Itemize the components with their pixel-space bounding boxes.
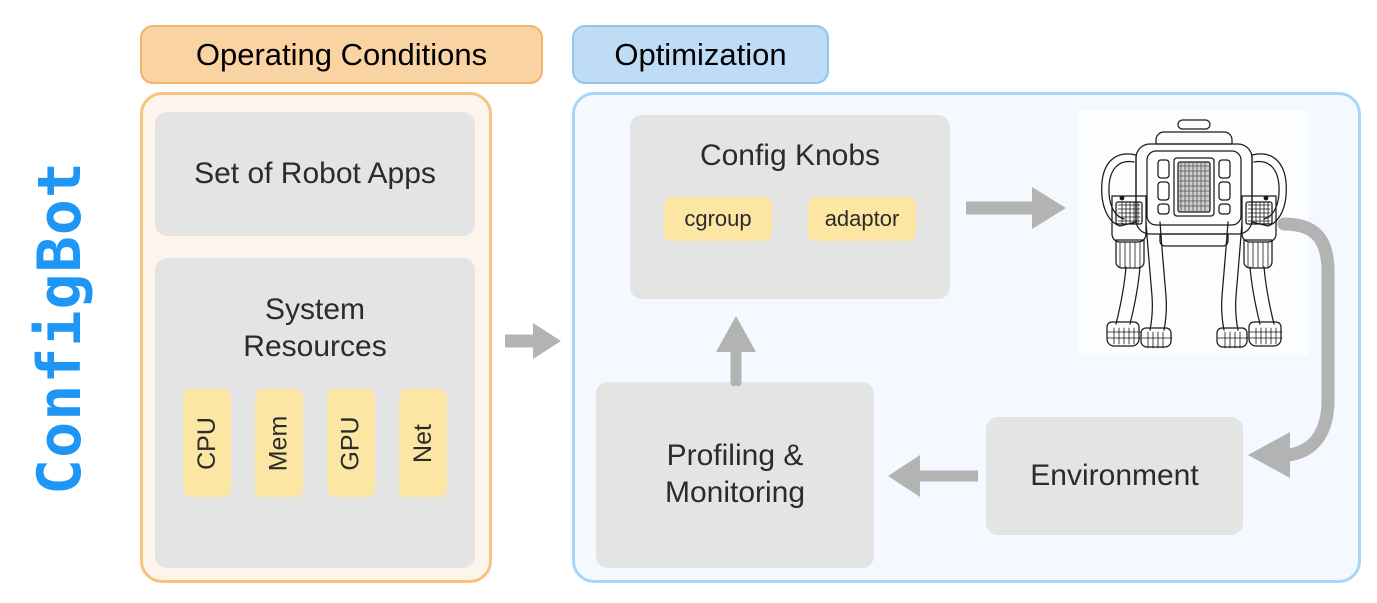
card-profiling-monitoring-title-line1: Profiling & — [666, 439, 804, 473]
arrow-robot-to-environment — [1232, 210, 1352, 500]
card-system-resources: System Resources CPU Mem GPU Net — [155, 258, 475, 568]
card-environment-title: Environment — [1030, 458, 1199, 492]
arrow-knobs-to-robot — [962, 180, 1072, 236]
card-system-resources-title-line2: Resources — [243, 329, 387, 363]
chip-cpu-label: CPU — [192, 416, 221, 470]
system-resource-chip-row: CPU Mem GPU Net — [183, 389, 447, 498]
chip-cpu: CPU — [183, 389, 231, 498]
card-set-of-robot-apps: Set of Robot Apps — [155, 112, 475, 236]
chip-gpu-label: GPU — [336, 416, 365, 471]
card-config-knobs-title: Config Knobs — [699, 139, 881, 172]
section-tag-optimization-label: Optimization — [614, 36, 787, 72]
section-tag-operating-conditions: Operating Conditions — [140, 25, 543, 84]
arrow-environment-to-profiling — [884, 450, 982, 502]
card-profiling-monitoring: Profiling & Monitoring — [596, 382, 874, 568]
chip-mem-label: Mem — [264, 415, 293, 471]
chip-cgroup-label: cgroup — [684, 205, 752, 231]
brand-label: ConfigBot — [25, 160, 96, 496]
card-profiling-monitoring-title-line2: Monitoring — [664, 476, 806, 509]
chip-net: Net — [399, 389, 447, 498]
arrow-operating-to-optimization — [505, 318, 567, 364]
card-system-resources-title-line1: System — [264, 293, 366, 326]
section-tag-operating-conditions-label: Operating Conditions — [195, 36, 488, 72]
arrow-profiling-to-knobs — [710, 308, 762, 386]
chip-mem: Mem — [255, 389, 303, 498]
chip-net-label: Net — [408, 423, 437, 463]
chip-adaptor: adaptor — [808, 196, 916, 241]
quadruped-robot-icon — [1078, 110, 1308, 355]
config-knobs-chip-row: cgroup adaptor — [664, 196, 916, 241]
chip-gpu: GPU — [327, 389, 375, 498]
brand-wordmark: ConfigBot — [0, 118, 120, 538]
card-config-knobs: Config Knobs cgroup adaptor — [630, 115, 950, 299]
card-environment: Environment — [986, 417, 1243, 535]
card-set-of-robot-apps-title: Set of Robot Apps — [194, 156, 436, 190]
section-tag-optimization: Optimization — [572, 25, 829, 84]
chip-adaptor-label: adaptor — [824, 205, 900, 231]
chip-cgroup: cgroup — [664, 196, 772, 241]
